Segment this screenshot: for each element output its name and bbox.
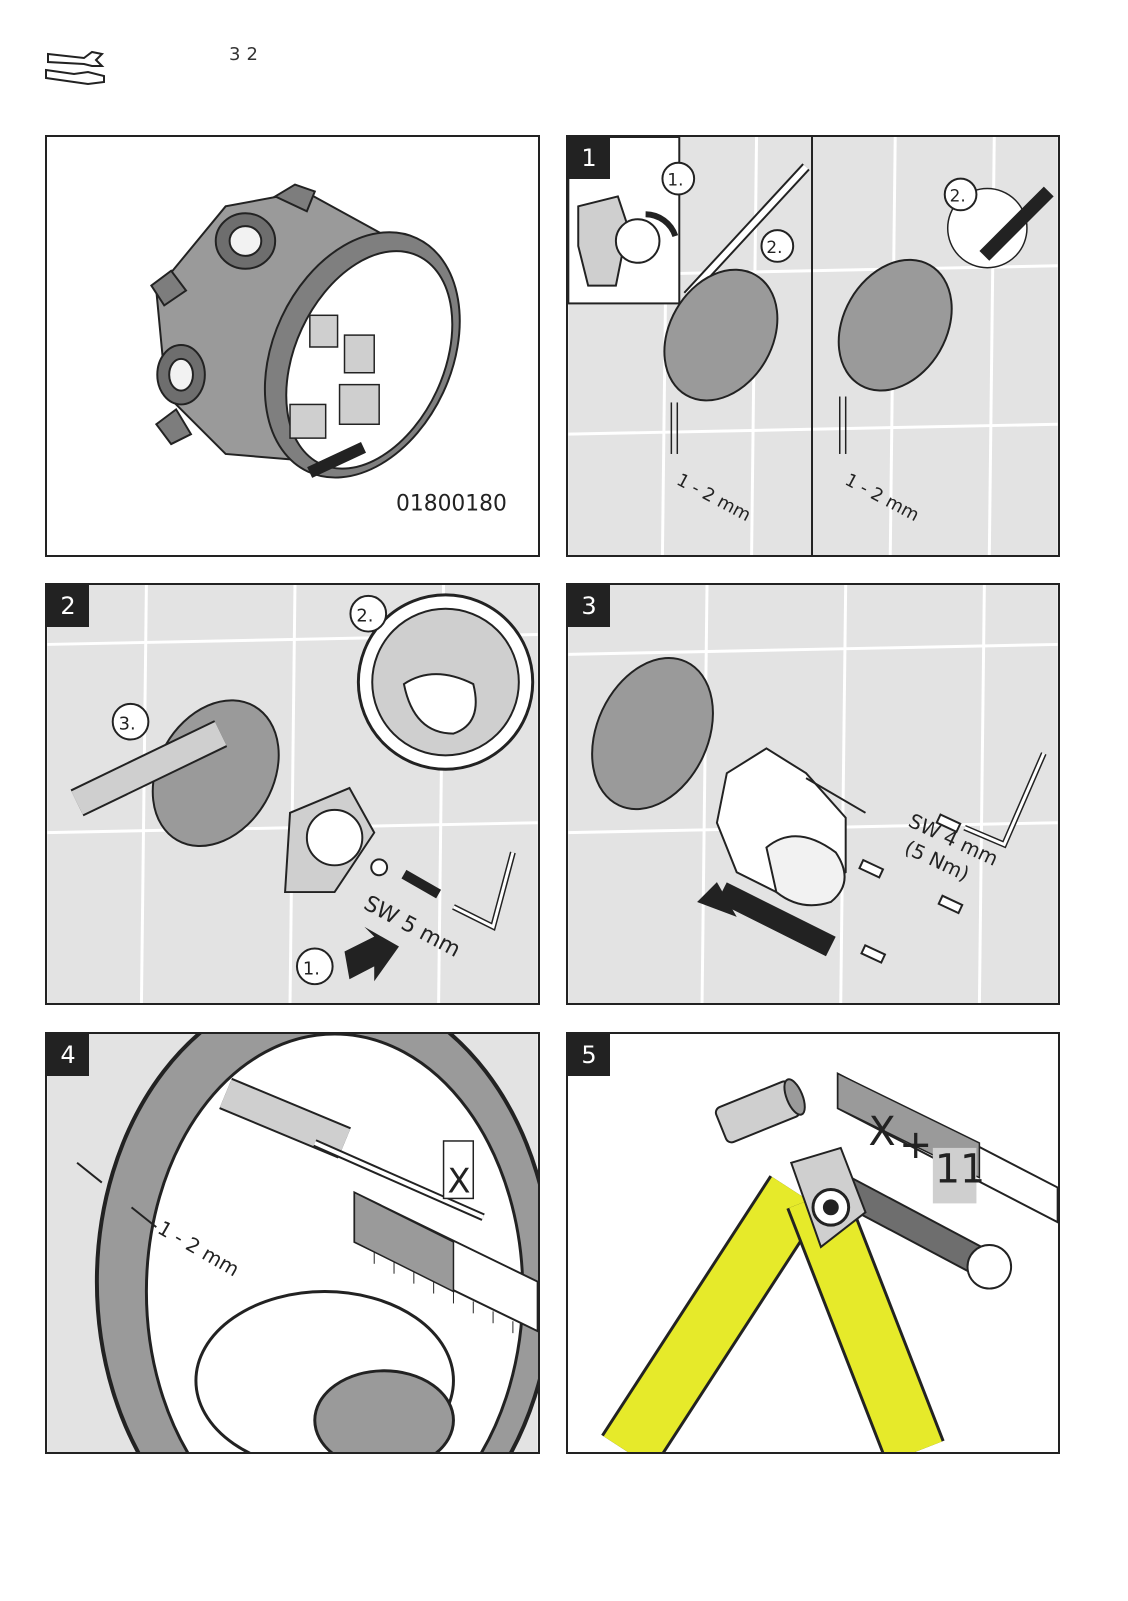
measure-label-x: X (868, 1109, 895, 1155)
callout-1: 1. (303, 958, 320, 979)
page-header: 32 (0, 0, 1128, 120)
measure-value: 11 (935, 1147, 985, 1193)
product-illustration: 01800180 (150, 183, 507, 516)
step-1-illustration: 1. 2. 1 - 2 mm 2. 1 - 2 mm (568, 137, 1058, 555)
step-number-badge: 5 (568, 1034, 610, 1076)
step-5-illustration: X + 11 (568, 1034, 1058, 1452)
tools-icon (45, 50, 105, 86)
page-number: 32 (229, 44, 264, 65)
measure-label: X (448, 1161, 471, 1200)
step-number-badge: 1 (568, 137, 610, 179)
callout-3: 3. (119, 714, 136, 735)
panel-step-3: SW 4 mm (5 Nm) 3 (566, 583, 1060, 1005)
product-code: 01800180 (396, 491, 507, 516)
step-3-illustration: SW 4 mm (5 Nm) (568, 585, 1058, 1003)
step-4-illustration: X 1 - 2 mm (47, 1034, 538, 1452)
step-number-badge: 3 (568, 585, 610, 627)
callout-2-left: 2. (766, 237, 782, 257)
panel-step-4: X 1 - 2 mm 4 (45, 1032, 540, 1454)
panel-product: 01800180 (45, 135, 540, 557)
step-2-illustration: 3. 2. SW 5 mm 1. (47, 585, 538, 1003)
step-number-badge: 4 (47, 1034, 89, 1076)
callout-2: 2. (356, 606, 373, 627)
panel-step-5: X + 11 5 (566, 1032, 1060, 1454)
callout-2-right: 2. (950, 185, 966, 205)
measure-plus: + (899, 1122, 932, 1168)
panel-step-1: 1. 2. 1 - 2 mm 2. 1 - 2 mm 1 (566, 135, 1060, 557)
panel-step-2: 3. 2. SW 5 mm 1. 2 (45, 583, 540, 1005)
callout-1: 1. (667, 170, 683, 190)
step-number-badge: 2 (47, 585, 89, 627)
